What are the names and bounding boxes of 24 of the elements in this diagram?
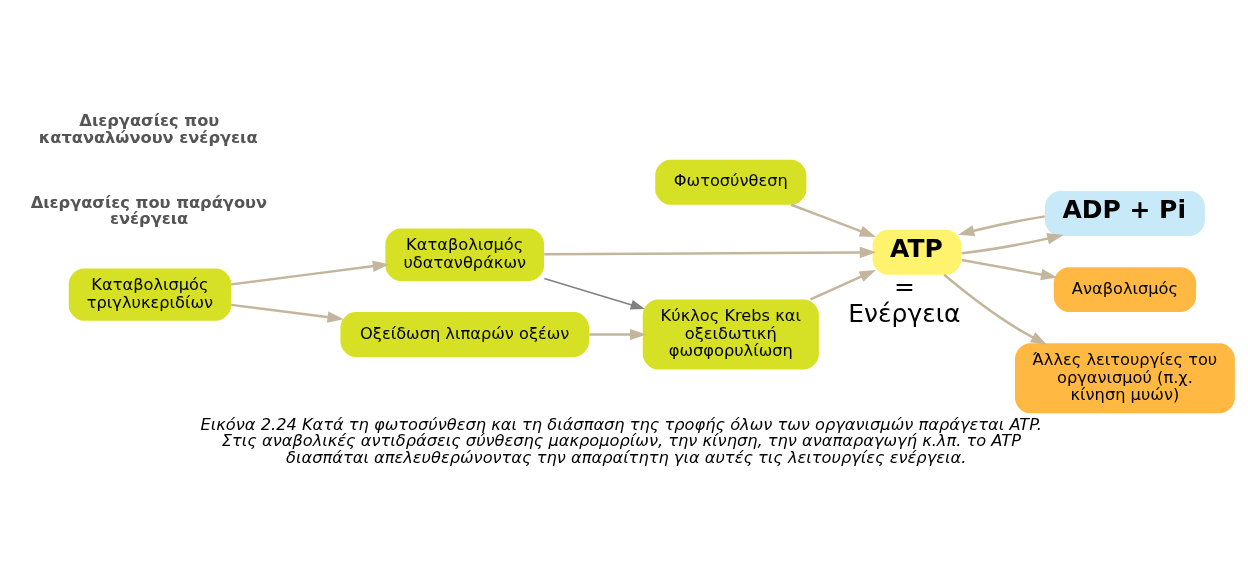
node-box: Κύκλος Krebs και οξειδωτική φωσφορυλίωση bbox=[642, 299, 819, 370]
node-box: Άλλες λειτουργίες του οργανισμού (π.χ. κίνηση μυών) bbox=[1015, 342, 1235, 413]
node-box: Αναβολισμός bbox=[1053, 266, 1197, 312]
caption: Εικόνα 2.24 Κατά τη φωτοσύνθεση και τη διάσπαση της τροφής όλων των οργανισμών παράγεται ATP. Στις αναβολικές αντιδράσεις σύνθεσης μακρομορίων, την κίνηση, την αναπαραγωγή κ.λπ. το ATP διασπάται απελευθερώνοντας την απαραίτητη για αυτές τις λειτουργίες ενέργεια. bbox=[200, 414, 1042, 467]
node-box: ADP + Pi bbox=[1044, 190, 1205, 236]
arrow bbox=[589, 328, 647, 340]
arrow bbox=[544, 246, 876, 258]
label: Διεργασίες που παράγουν ενέργεια bbox=[30, 192, 268, 228]
node-box: Καταβολισμός τριγλυκεριδίων bbox=[68, 267, 232, 321]
node-box: Φωτοσύνθεση bbox=[655, 159, 807, 205]
node-box: Καταβολισμός υδατανθράκων bbox=[385, 227, 545, 281]
node-box: ATP bbox=[872, 229, 962, 275]
arrow bbox=[958, 214, 1046, 236]
arrow bbox=[961, 232, 1064, 255]
arrow bbox=[543, 277, 645, 310]
node-label: Ενέργεια bbox=[848, 298, 961, 328]
label: Διεργασίες που καταναλώνουν ενέργεια bbox=[38, 110, 258, 147]
arrow bbox=[961, 258, 1058, 280]
arrow bbox=[943, 273, 1047, 345]
arrow bbox=[231, 260, 390, 286]
arrow bbox=[809, 269, 876, 301]
node-box: Οξείδωση λιπαρών οξέων bbox=[340, 311, 589, 357]
arrow bbox=[790, 203, 876, 237]
arrow bbox=[231, 303, 344, 323]
